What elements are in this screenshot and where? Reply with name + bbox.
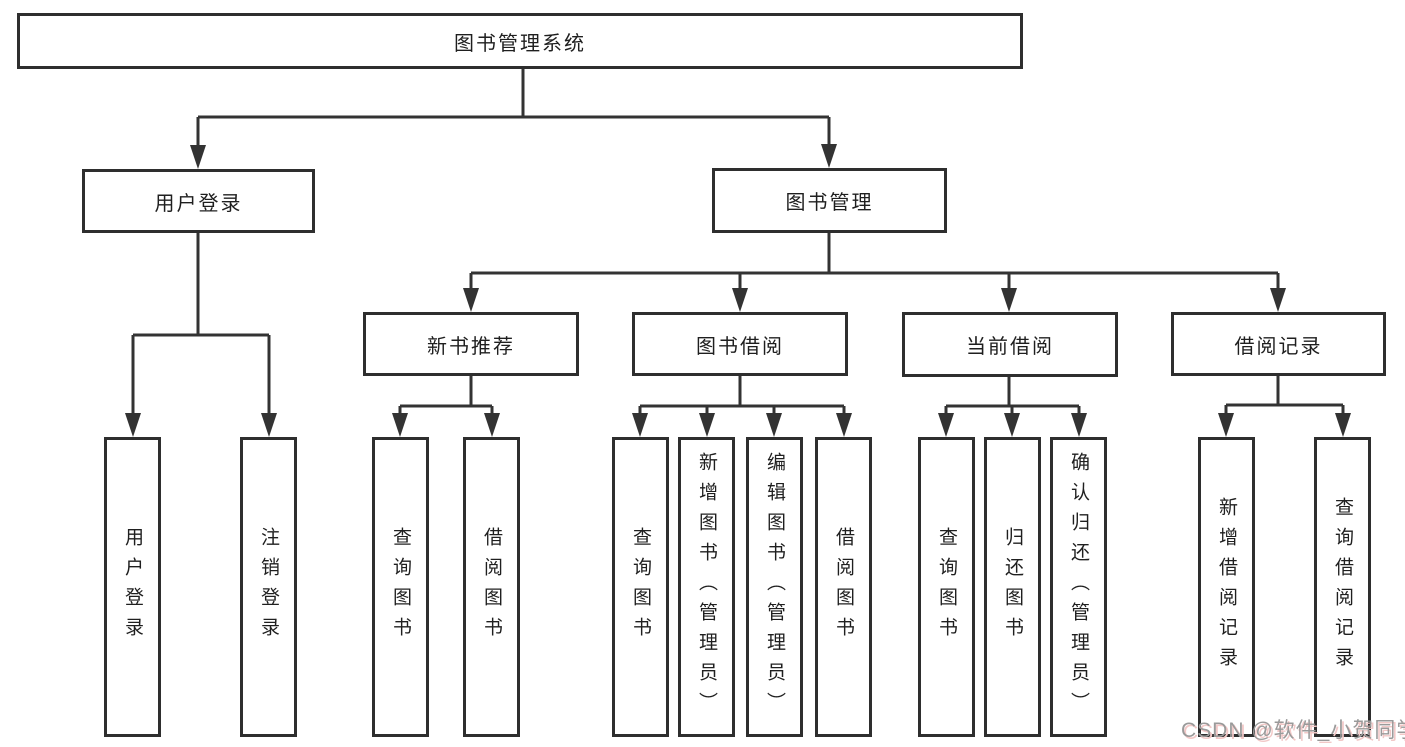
leaf-current-query-book: 查询图书 [918, 437, 975, 737]
leaf-recommend-query-book: 查询图书 [372, 437, 429, 737]
leaf-current-return-book-label: 归还图书 [1002, 527, 1023, 647]
leaf-record-add-record-label: 新增借阅记录 [1216, 497, 1237, 677]
leaf-current-query-book-label: 查询图书 [936, 527, 957, 647]
leaf-borrow-borrow-book: 借阅图书 [815, 437, 872, 737]
connector-new-book-recommend-to-leaves [392, 376, 500, 437]
node-new-book-recommend-label: 新书推荐 [427, 335, 515, 358]
node-borrow-record-label: 借阅记录 [1234, 335, 1323, 358]
leaf-borrow-query-book-label: 查询图书 [630, 527, 651, 647]
leaf-borrow-add-book: 新增图书（管理员） [678, 437, 735, 737]
leaf-borrow-add-book-label: 新增图书（管理员） [696, 452, 717, 722]
node-user-login: 用户登录 [82, 169, 315, 233]
leaf-recommend-query-book-label: 查询图书 [390, 527, 411, 647]
node-new-book-recommend: 新书推荐 [363, 312, 579, 376]
connector-user-login-to-leaves [125, 233, 277, 437]
leaf-current-confirm-return-label: 确认归还（管理员） [1068, 452, 1089, 722]
leaf-borrow-edit-book-label: 编辑图书（管理员） [764, 452, 785, 722]
leaf-current-confirm-return: 确认归还（管理员） [1050, 437, 1107, 737]
connector-book-borrow-to-leaves [632, 376, 852, 437]
leaf-logout: 注销登录 [240, 437, 297, 737]
leaf-current-return-book: 归还图书 [984, 437, 1041, 737]
leaf-borrow-edit-book: 编辑图书（管理员） [746, 437, 803, 737]
leaf-record-query-record-label: 查询借阅记录 [1332, 497, 1353, 677]
leaf-user-login-label: 用户登录 [122, 527, 143, 647]
leaf-record-query-record: 查询借阅记录 [1314, 437, 1371, 737]
node-user-login-label: 用户登录 [154, 192, 243, 215]
node-root-label: 图书管理系统 [454, 32, 586, 55]
node-book-borrow-label: 图书借阅 [696, 335, 784, 358]
leaf-user-login: 用户登录 [104, 437, 161, 737]
leaf-borrow-query-book: 查询图书 [612, 437, 669, 737]
node-borrow-record: 借阅记录 [1171, 312, 1386, 376]
leaf-recommend-borrow-book-label: 借阅图书 [481, 527, 502, 647]
connector-borrow-record-to-leaves [1218, 376, 1351, 437]
node-book-management: 图书管理 [712, 168, 947, 233]
connector-root-to-level2 [190, 69, 837, 169]
node-current-borrow-label: 当前借阅 [966, 336, 1054, 358]
connector-book-management-to-level3 [463, 233, 1286, 312]
connector-current-borrow-to-leaves [938, 377, 1087, 437]
csdn-watermark: CSDN @软件_小贺同学 [1181, 719, 1405, 742]
leaf-logout-label: 注销登录 [258, 527, 279, 647]
node-current-borrow: 当前借阅 [902, 312, 1118, 377]
leaf-record-add-record: 新增借阅记录 [1198, 437, 1255, 737]
node-book-borrow: 图书借阅 [632, 312, 848, 376]
node-root: 图书管理系统 [17, 13, 1023, 69]
leaf-recommend-borrow-book: 借阅图书 [463, 437, 520, 737]
node-book-management-label: 图书管理 [785, 192, 874, 214]
leaf-borrow-borrow-book-label: 借阅图书 [833, 527, 854, 647]
